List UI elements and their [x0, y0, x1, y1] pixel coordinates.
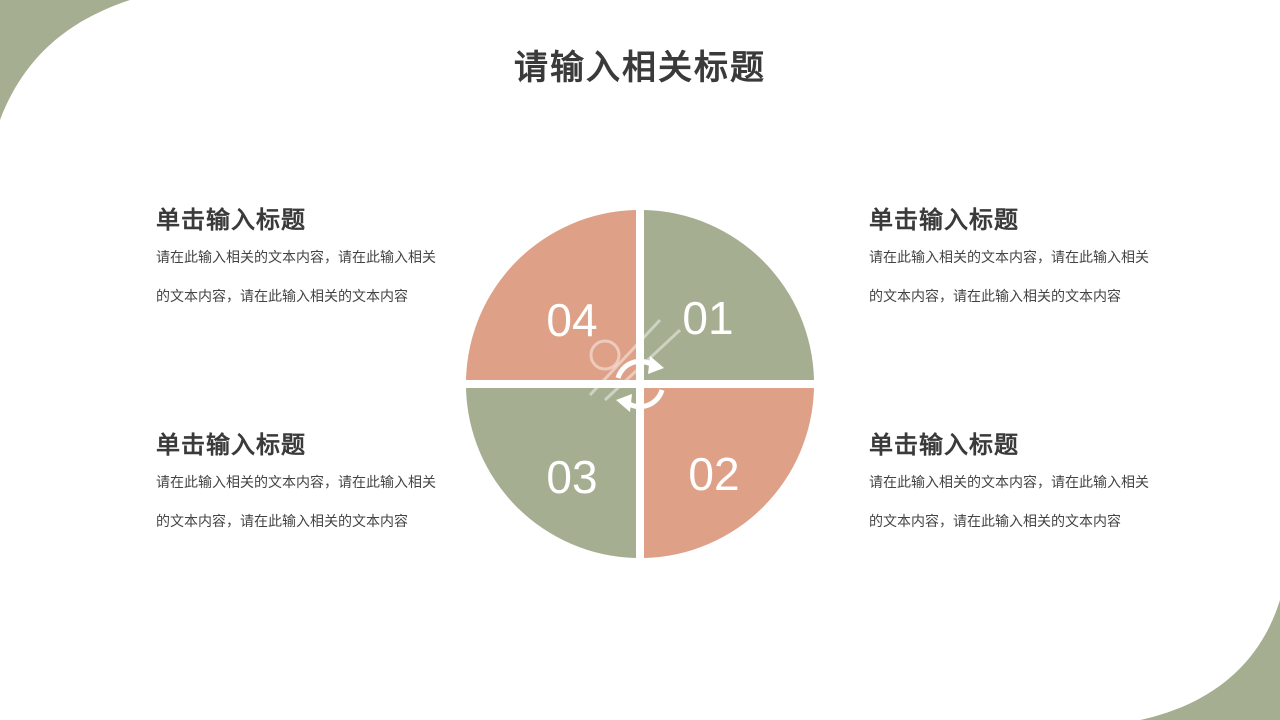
quadrant-04	[466, 210, 636, 380]
text-block-bottom-left: 单击输入标题 请在此输入相关的文本内容，请在此输入相关的文本内容，请在此输入相关…	[156, 425, 446, 541]
quadrant-02	[644, 388, 814, 558]
quadrant-01	[644, 210, 814, 380]
text-block-bottom-right: 单击输入标题 请在此输入相关的文本内容，请在此输入相关的文本内容，请在此输入相关…	[869, 425, 1159, 541]
corner-decoration-bottom-right	[1140, 600, 1280, 720]
block-body[interactable]: 请在此输入相关的文本内容，请在此输入相关的文本内容，请在此输入相关的文本内容	[869, 250, 1149, 305]
block-heading[interactable]: 单击输入标题	[869, 205, 1019, 234]
quadrant-03-label: 03	[546, 451, 597, 503]
text-block-top-left: 单击输入标题 请在此输入相关的文本内容，请在此输入相关的文本内容，请在此输入相关…	[156, 200, 446, 316]
quadrant-01-label: 01	[682, 292, 733, 344]
block-body[interactable]: 请在此输入相关的文本内容，请在此输入相关的文本内容，请在此输入相关的文本内容	[156, 250, 436, 305]
page-title: 请输入相关标题	[514, 48, 766, 88]
block-heading[interactable]: 单击输入标题	[156, 205, 306, 234]
block-heading[interactable]: 单击输入标题	[869, 430, 1019, 459]
block-heading[interactable]: 单击输入标题	[156, 430, 306, 459]
quadrant-04-label: 04	[546, 294, 597, 346]
text-block-top-right: 单击输入标题 请在此输入相关的文本内容，请在此输入相关的文本内容，请在此输入相关…	[869, 200, 1159, 316]
corner-decoration-top-left	[0, 0, 130, 120]
refresh-icon	[615, 356, 665, 412]
block-body[interactable]: 请在此输入相关的文本内容，请在此输入相关的文本内容，请在此输入相关的文本内容	[156, 475, 436, 530]
quadrant-03	[466, 388, 636, 558]
block-body[interactable]: 请在此输入相关的文本内容，请在此输入相关的文本内容，请在此输入相关的文本内容	[869, 475, 1149, 530]
quadrant-circle-diagram: 01 02 03 04	[466, 210, 814, 558]
quadrant-02-label: 02	[688, 448, 739, 500]
